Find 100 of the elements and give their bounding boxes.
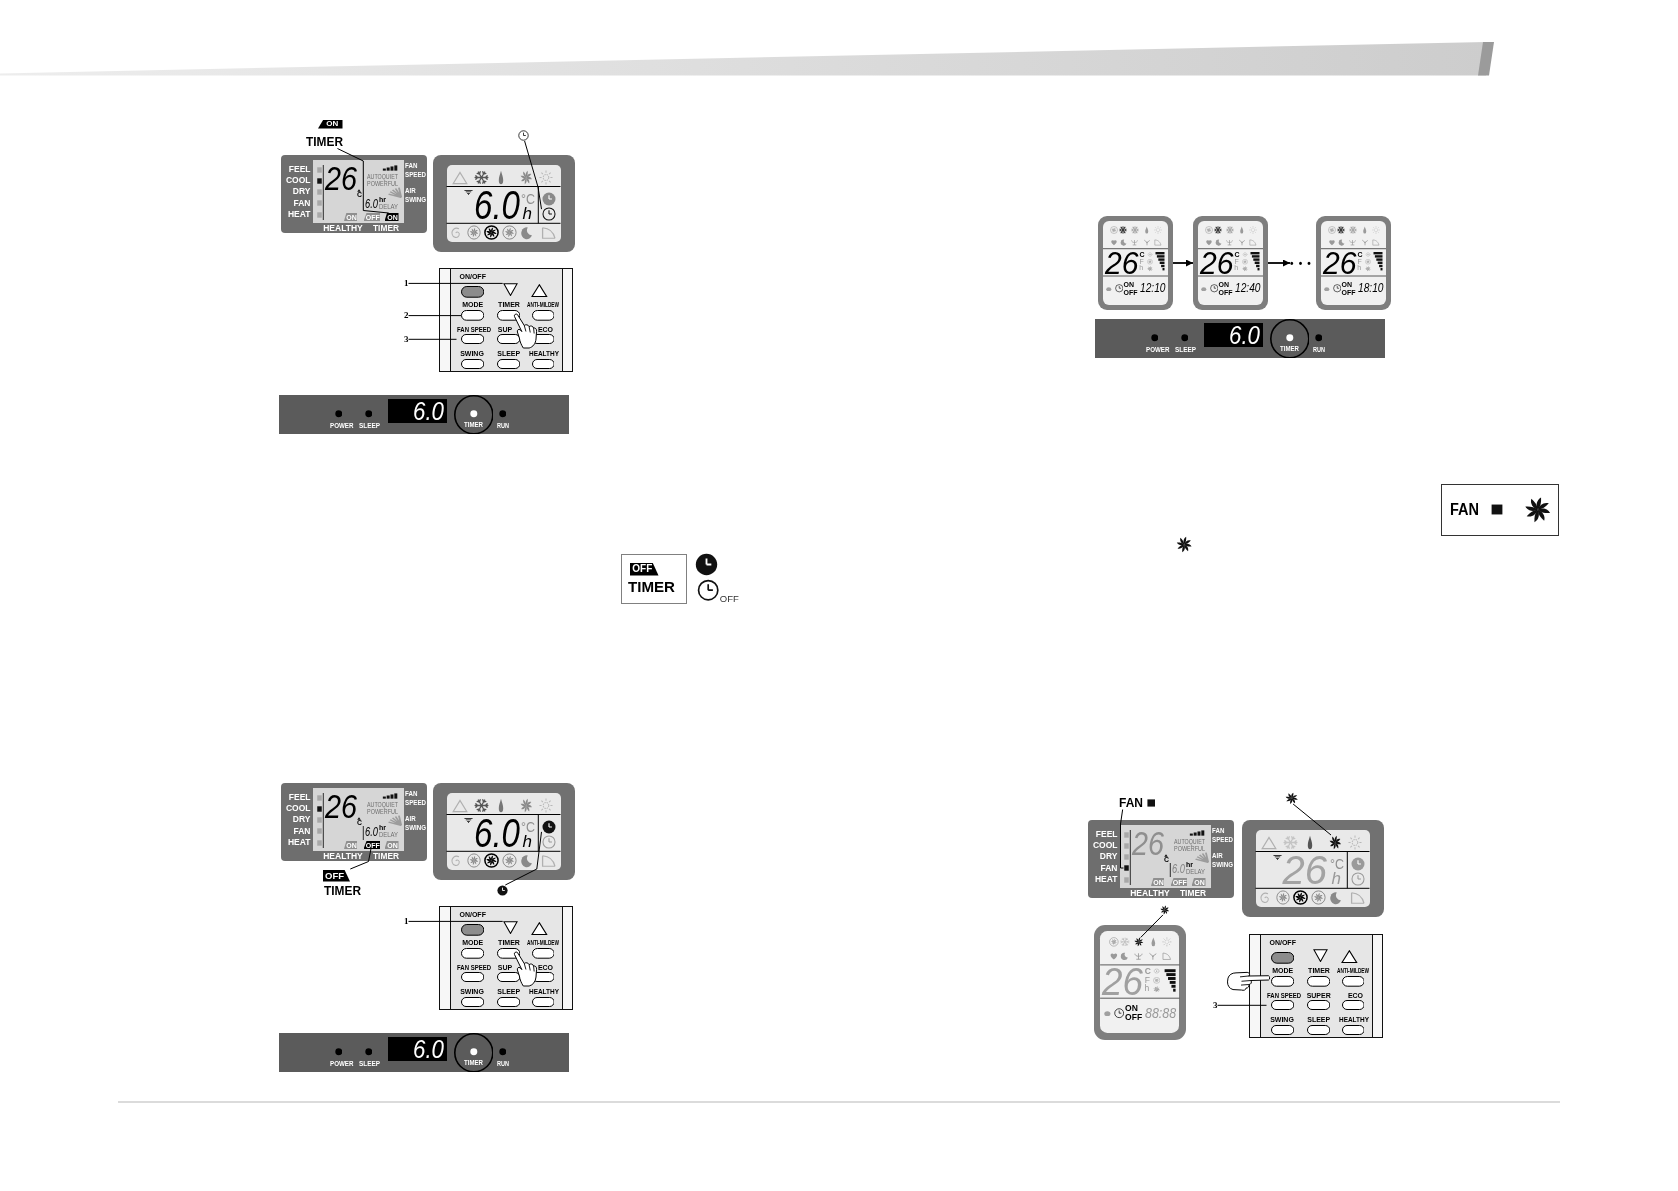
mode-label: FAN — [293, 198, 311, 208]
leader-line — [349, 848, 372, 870]
leader-line — [524, 140, 542, 210]
remote-keypad — [439, 906, 573, 1010]
timer-digits: 6.0 — [473, 190, 520, 220]
leader-line — [504, 831, 542, 886]
display-bar — [279, 1033, 569, 1072]
unit-label: h — [522, 834, 532, 849]
timer-digits: 6.0 — [1172, 863, 1185, 874]
unit-label: °C — [520, 821, 535, 833]
arrow — [1267, 259, 1291, 267]
mode-label: COOL — [285, 804, 311, 813]
triangle-button — [1341, 950, 1358, 964]
mode-label: FAN — [1450, 502, 1479, 518]
mode-label: DRY — [292, 187, 311, 196]
timer-label: OFF — [1125, 1013, 1143, 1022]
function-label: TIMER — [373, 224, 399, 233]
callout-label: TIMER — [306, 135, 343, 148]
callout-number: 1 — [404, 278, 409, 288]
mode-label: COOL — [1092, 841, 1118, 850]
leader-line — [408, 338, 457, 340]
display-bar — [279, 395, 569, 434]
unit-label: F — [1144, 977, 1150, 984]
leader-line — [1217, 1004, 1267, 1006]
mode-label: FAN — [293, 826, 311, 836]
temperature-digits: 26 — [1131, 831, 1164, 857]
mode-label: HEAT — [288, 838, 311, 847]
unit-label: °C — [520, 193, 535, 205]
fan-icon — [1160, 905, 1170, 915]
timer-digits: 6.0 — [413, 401, 444, 422]
clock-icon — [518, 130, 529, 141]
callout-number: 3 — [404, 334, 409, 344]
unit-label: C — [1144, 968, 1151, 976]
leader-line — [408, 920, 504, 922]
temperature-digits: 26 — [324, 166, 357, 192]
callout-number: 1 — [404, 916, 409, 926]
mode-label: FEEL — [288, 793, 311, 802]
callout-label: FAN — [1119, 797, 1143, 810]
function-label: HEALTHY — [1130, 889, 1170, 898]
mode-label: COOL — [285, 176, 311, 185]
indicator-box — [621, 554, 687, 604]
callout-number: 3 — [1213, 1000, 1218, 1010]
timer-digits: 6.0 — [365, 198, 378, 209]
remote-keypad — [1249, 934, 1383, 1038]
clock-digits: 12:40 — [1234, 283, 1260, 293]
display-bar — [1095, 319, 1385, 358]
mode-label: FEEL — [288, 165, 311, 174]
leader-line — [1120, 809, 1124, 869]
unit-label: °C — [1329, 858, 1344, 870]
callout-number: 2 — [404, 311, 409, 321]
function-label: TIMER — [1180, 889, 1206, 898]
indicator-box — [1441, 484, 1559, 536]
mode-label: DRY — [1099, 852, 1118, 861]
remote-display — [433, 783, 575, 880]
temperature-digits: 26 — [1199, 250, 1233, 275]
timer-digits: 26 — [1282, 855, 1327, 885]
unit-label: h — [1144, 985, 1150, 993]
leader-line — [336, 148, 390, 214]
leader-line — [1292, 803, 1332, 836]
triangle-button — [502, 282, 518, 296]
temperature-digits: 26 — [1322, 250, 1356, 275]
temperature-digits: 26 — [324, 794, 357, 820]
remote-display — [433, 155, 575, 252]
timer-digits: 6.0 — [413, 1039, 444, 1060]
callout-label: TIMER — [324, 884, 361, 897]
fan-icon — [1328, 835, 1341, 850]
triangle-button — [531, 922, 548, 936]
mode-label: FEEL — [1095, 830, 1118, 839]
clock-icon — [496, 885, 508, 896]
function-label: HEALTHY — [323, 224, 363, 233]
lcd-panel — [281, 155, 427, 233]
mode-label: FAN — [1100, 863, 1118, 873]
mode-label: DRY — [292, 815, 311, 824]
mode-label: HEAT — [288, 210, 311, 219]
temperature-digits: 26 — [1101, 967, 1143, 997]
indicator-tag: OFF — [630, 563, 659, 576]
timer-digits: 6.0 — [365, 826, 378, 837]
leader-line — [408, 315, 462, 317]
temperature-digits: 26 — [1104, 250, 1138, 275]
clock-digits: 88:88 — [1144, 1007, 1176, 1019]
remote-display — [1242, 820, 1384, 917]
continuation-dots: • • • — [1290, 259, 1313, 269]
indicator-tag: ON — [318, 119, 343, 129]
triangle-button — [531, 284, 548, 298]
timer-label: ON — [1125, 1004, 1138, 1013]
unit-label: h — [1331, 871, 1341, 886]
clock-icon — [541, 820, 556, 834]
callout-label: TIMER — [628, 579, 675, 595]
arrow — [1172, 259, 1194, 267]
unit-label: h — [522, 206, 532, 221]
triangle-button — [502, 920, 518, 934]
clock-icon — [541, 207, 556, 221]
timer-digits: 6.0 — [473, 818, 520, 848]
subscript-label: OFF — [719, 593, 739, 604]
timer-digits: 6.0 — [1229, 325, 1260, 346]
lcd-panel — [1088, 820, 1234, 898]
lcd-display — [1094, 925, 1186, 1040]
fan-icon — [1285, 791, 1299, 804]
remote-keypad — [439, 268, 573, 372]
clock-digits: 12:10 — [1139, 283, 1165, 293]
